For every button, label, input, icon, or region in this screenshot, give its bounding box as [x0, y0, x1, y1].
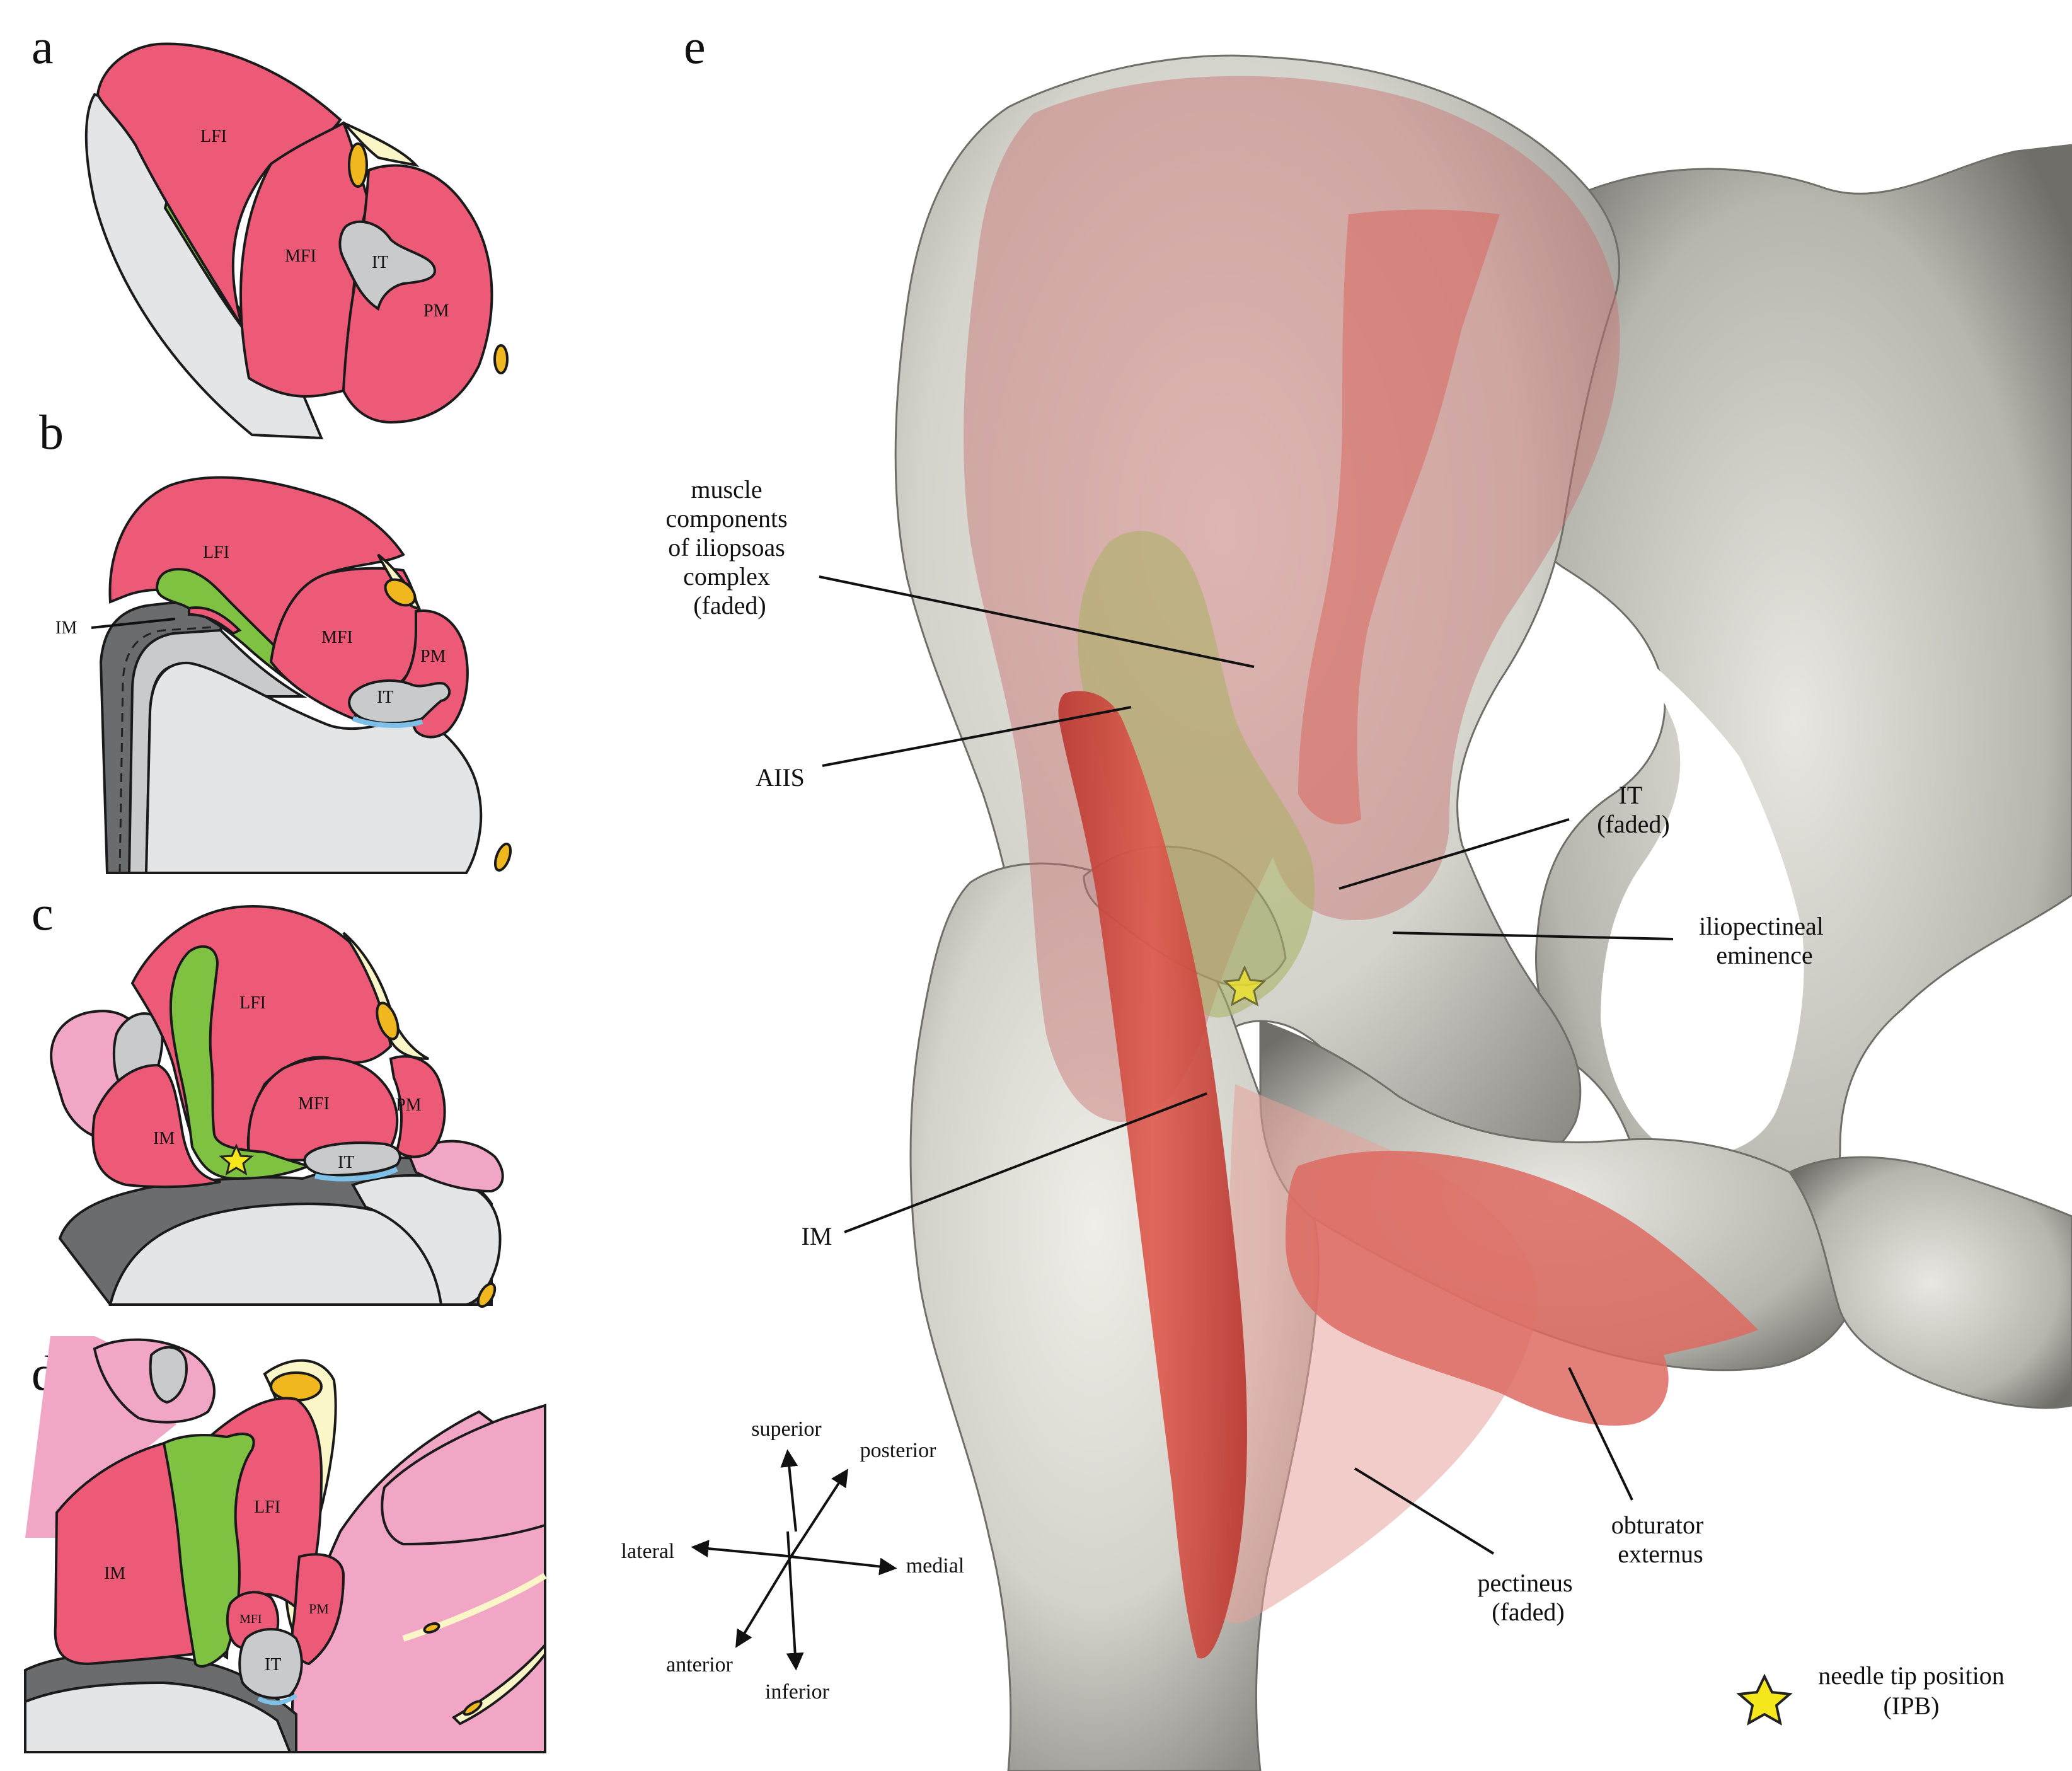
bone-light-b [144, 661, 483, 874]
arrow-inferior [786, 1531, 804, 1671]
label-mfi-b: MFI [321, 628, 353, 647]
fat-line-d [402, 1572, 547, 1642]
label-pm-c: PM [396, 1095, 422, 1115]
label-im-b: IM [55, 618, 77, 638]
muscle-im-b [188, 606, 242, 635]
leader-obturator [1568, 1367, 1633, 1501]
leader-im-b [91, 618, 176, 629]
muscle-pm-d [291, 1553, 345, 1666]
legend-line1: needle tip position [1818, 1661, 2005, 1690]
legend: needle tip position (IPB) [1736, 1661, 2005, 1726]
label-pm-a: PM [423, 301, 449, 321]
label-pm-b: PM [420, 647, 446, 666]
bone-it-b [348, 679, 451, 725]
legend-line2: (IPB) [1884, 1692, 1940, 1720]
panel-label-c: c [32, 886, 54, 940]
fat-a [342, 122, 420, 168]
leader-it [1338, 818, 1570, 890]
label-it-c: IT [338, 1153, 354, 1172]
bone-gray-d [149, 1346, 188, 1404]
label-it-b: IT [377, 688, 393, 707]
label-obturator: obturator externus [1611, 1511, 1710, 1568]
panel-b: b IM LFI MFI IT PM [39, 405, 512, 874]
dashed-outline-b [118, 626, 215, 874]
leader-iliopectineal [1392, 932, 1674, 940]
bone-it-a [338, 220, 437, 311]
vessel-d [270, 1371, 323, 1402]
label-lfi-c: LFI [239, 993, 266, 1013]
label-im-d: IM [104, 1564, 125, 1583]
leader-muscle-components [819, 575, 1255, 668]
leader-aiis [822, 706, 1132, 767]
label-it-d: IT [265, 1655, 281, 1675]
label-lfi-a: LFI [200, 127, 227, 146]
legend-star-icon [1736, 1673, 1793, 1726]
panel-a: a LFI MFI IT PM [32, 19, 509, 440]
pelvic-inlet-gap [1601, 630, 1804, 1156]
bone-light-d [24, 1681, 292, 1753]
label-lfi-b: LFI [203, 543, 229, 562]
panel-e: e muscle [621, 19, 2072, 1771]
panel-label-a: a [32, 19, 54, 74]
vessel-c2 [476, 1282, 497, 1308]
label-mfi-d: MFI [239, 1612, 262, 1626]
bone-it-c [303, 1141, 401, 1177]
panel-label-e: e [684, 19, 706, 74]
vessel-d3 [463, 1700, 483, 1716]
label-pm-d: PM [309, 1601, 329, 1617]
muscle-im-c [91, 1063, 221, 1189]
needle-tip-star-e [1223, 965, 1267, 1007]
vessel-a2 [493, 344, 509, 374]
fascia-b [352, 716, 423, 728]
label-inferior: inferior [765, 1680, 830, 1704]
label-im-e: IM [802, 1222, 832, 1250]
vessel-c [376, 1001, 400, 1041]
muscle-lfi-a [96, 42, 342, 329]
label-superior: superior [751, 1417, 822, 1441]
leader-im [844, 1092, 1207, 1233]
muscle-pm-c [389, 1055, 446, 1158]
label-medial: medial [906, 1554, 965, 1578]
pubic-symphysis [1788, 1156, 2072, 1409]
vessel-d2 [423, 1622, 440, 1634]
needle-tip-star-c [219, 1143, 254, 1176]
leader-pectineus [1354, 1467, 1495, 1555]
psoas-strip [1298, 209, 1500, 824]
vessel-b2 [493, 843, 512, 872]
label-it-a: IT [372, 253, 388, 272]
pink-muscle-c2 [408, 1139, 504, 1193]
fat-c [342, 932, 429, 1060]
iliacus-minor-im [1058, 691, 1247, 1659]
bone-it-d [238, 1628, 303, 1699]
label-pectineus: pectineus (faded) [1477, 1569, 1579, 1626]
label-lateral: lateral [621, 1540, 675, 1563]
panel-d: d IM LFI MFI PM IT [24, 1336, 547, 1753]
orientation-compass: superior inferior lateral medial posteri… [621, 1417, 965, 1704]
label-mfi-a: MFI [285, 246, 316, 266]
label-muscle-components: muscle components of iliopsoas complex (… [665, 475, 793, 620]
arrow-superior [780, 1449, 798, 1532]
label-iliopectineal: iliopectineal eminence [1699, 912, 1830, 969]
label-mfi-c: MFI [298, 1094, 330, 1114]
obturator-externus [1286, 1151, 1758, 1426]
label-posterior: posterior [860, 1439, 937, 1462]
label-it-faded: IT (faded) [1597, 781, 1669, 838]
label-anterior: anterior [666, 1653, 733, 1676]
label-im-c: IM [153, 1129, 175, 1148]
panel-c: c LFI MFI PM IM IT [32, 886, 504, 1308]
vessel-a [348, 142, 368, 188]
arrow-anterior [735, 1555, 792, 1648]
femoral-nerve-region-e [1078, 531, 1315, 1018]
label-aiis: AIIS [756, 763, 805, 792]
arrow-medial [790, 1555, 897, 1576]
arrow-lateral [691, 1540, 795, 1558]
vessel-b [384, 578, 417, 607]
fascia-c [314, 1167, 398, 1182]
label-lfi-d: LFI [254, 1497, 280, 1517]
fascia-d [257, 1693, 298, 1705]
pink-muscle-d4 [381, 1404, 546, 1546]
arrow-posterior [790, 1468, 849, 1558]
panel-label-b: b [39, 405, 64, 459]
